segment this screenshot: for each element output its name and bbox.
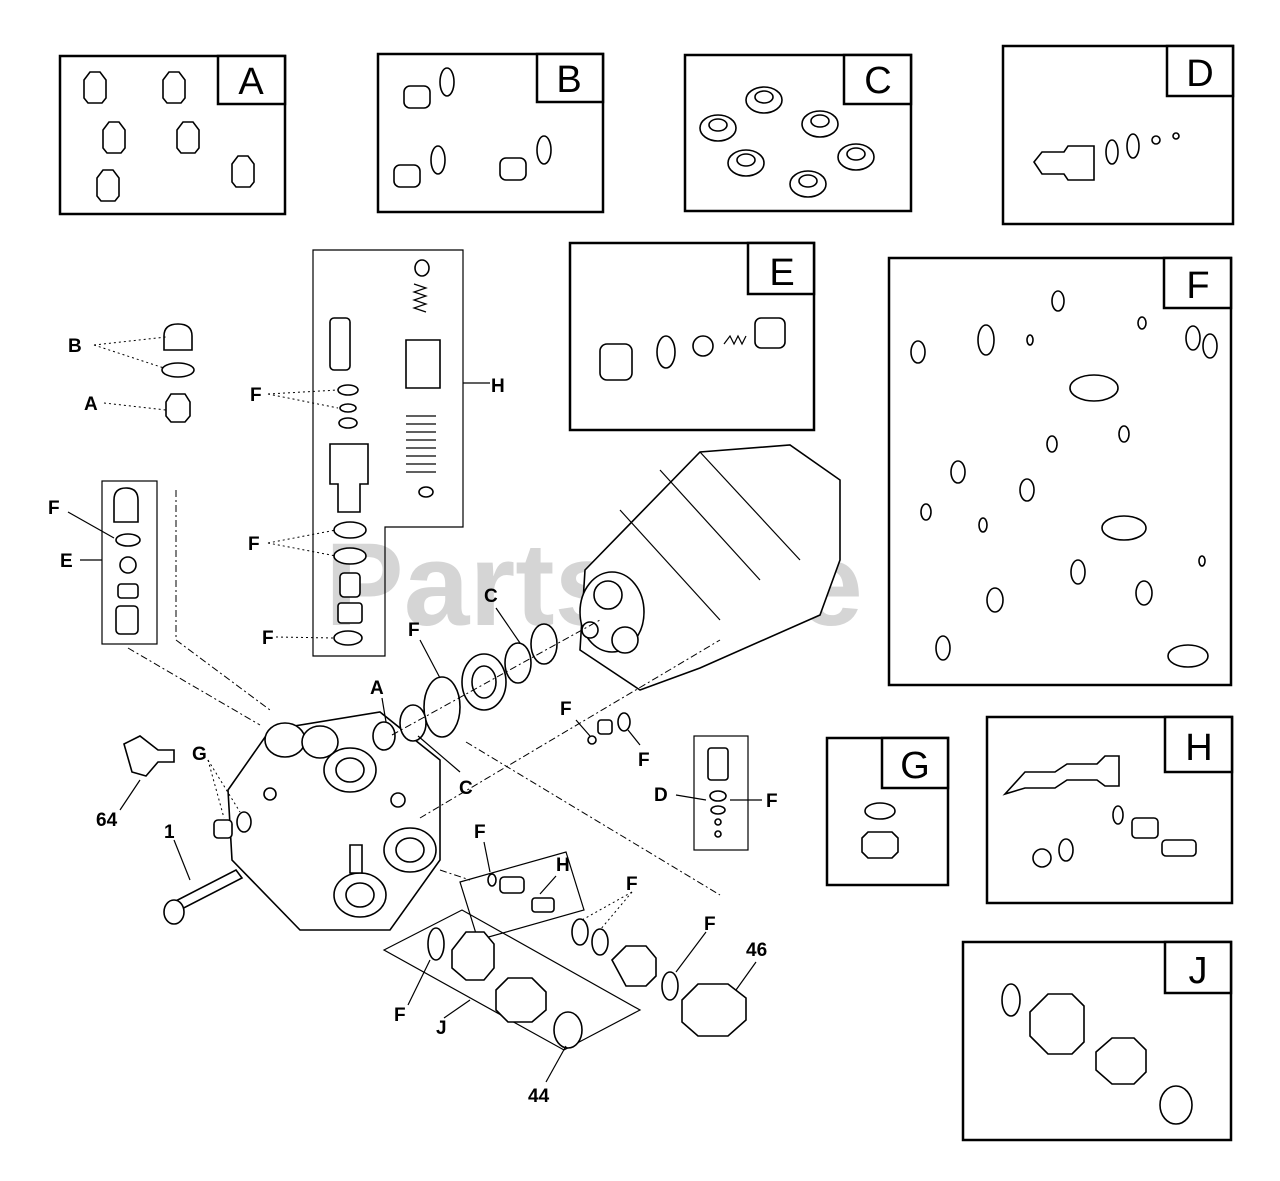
- kit-h-letter: H: [1185, 727, 1212, 769]
- callout-b-top: B: [68, 336, 82, 357]
- callout-f-j2: F: [394, 1005, 406, 1026]
- callout-c-seal: C: [484, 586, 498, 607]
- nozzle-icons: [83, 71, 255, 202]
- callout-d-kit: D: [654, 785, 668, 806]
- kit-box-h[interactable]: H: [985, 715, 1234, 905]
- check-valve-bracket: [101, 480, 261, 726]
- pump-crankcase[interactable]: [579, 444, 841, 691]
- callout-h-kit: H: [556, 855, 570, 876]
- callout-f-e1: F: [48, 498, 60, 519]
- g-plug[interactable]: [213, 811, 252, 839]
- callout-part-64: 64: [96, 810, 118, 831]
- callout-f-hkit: F: [474, 822, 486, 843]
- callout-f-seal: F: [408, 620, 420, 641]
- callout-f-d2: F: [638, 750, 650, 771]
- callout-part-1: 1: [164, 822, 175, 843]
- callout-f-j1: F: [626, 874, 638, 895]
- callout-f-d1: F: [560, 699, 572, 720]
- plug-g-icons: [861, 802, 899, 859]
- kit-d-letter: D: [1186, 53, 1213, 95]
- assembly-lines: [175, 490, 721, 896]
- kit-box-d[interactable]: D: [1001, 44, 1235, 226]
- check-valve-icons: [599, 317, 786, 381]
- callout-a-mid: A: [370, 678, 384, 699]
- callout-f-h1: F: [250, 385, 262, 406]
- pump-manifold[interactable]: [227, 711, 441, 931]
- kit-c-letter: C: [864, 60, 891, 102]
- kit-box-j[interactable]: J: [961, 940, 1233, 1142]
- top-left-parts: [93, 323, 195, 423]
- kit-e-letter: E: [769, 252, 794, 294]
- kit-box-a[interactable]: A: [58, 54, 287, 216]
- o-ring-icons: [910, 290, 1218, 668]
- unloader-icons: [1002, 755, 1197, 868]
- unloader-kit-icons: [1033, 132, 1180, 181]
- d-bracket: [693, 735, 749, 851]
- callout-labels: B A F E F F F H F C A C F F D F G 64 1 F…: [48, 336, 778, 1107]
- kit-box-e[interactable]: E: [568, 241, 816, 432]
- inlet-kit-icons: [1001, 983, 1193, 1125]
- j-bracket: [382, 909, 642, 1051]
- d-small-parts[interactable]: [587, 712, 631, 745]
- h-small-bracket: [459, 851, 585, 941]
- callout-part-46: 46: [746, 940, 767, 961]
- callout-f-46: F: [704, 914, 716, 935]
- kit-box-g[interactable]: G: [825, 736, 950, 887]
- kit-box-c[interactable]: C: [683, 53, 913, 213]
- leader-lines: [67, 389, 762, 1083]
- callout-a-left: A: [84, 394, 98, 415]
- plug-icons: [393, 67, 552, 188]
- callout-e-left: E: [60, 551, 73, 572]
- kit-f-letter: F: [1186, 265, 1209, 307]
- inlet-parts[interactable]: [571, 918, 747, 1037]
- callout-part-44: 44: [528, 1086, 550, 1107]
- kit-box-b[interactable]: B: [376, 52, 605, 214]
- kit-g-letter: G: [900, 745, 930, 787]
- callout-f-h2: F: [248, 534, 260, 555]
- part-64-fitting[interactable]: [123, 735, 175, 777]
- callout-f-h3: F: [262, 628, 274, 649]
- callout-h-right: H: [491, 376, 505, 397]
- kit-box-f[interactable]: F: [887, 256, 1233, 687]
- kit-a-letter: A: [238, 61, 264, 103]
- kit-b-letter: B: [556, 59, 581, 101]
- callout-j-kit: J: [436, 1018, 447, 1039]
- seal-icons: [699, 86, 875, 198]
- callout-c-mid: C: [459, 778, 473, 799]
- callout-g-mid: G: [192, 744, 207, 765]
- part-1-bolt[interactable]: [163, 868, 244, 925]
- kit-j-letter: J: [1189, 950, 1208, 992]
- callout-f-d3: F: [766, 791, 778, 812]
